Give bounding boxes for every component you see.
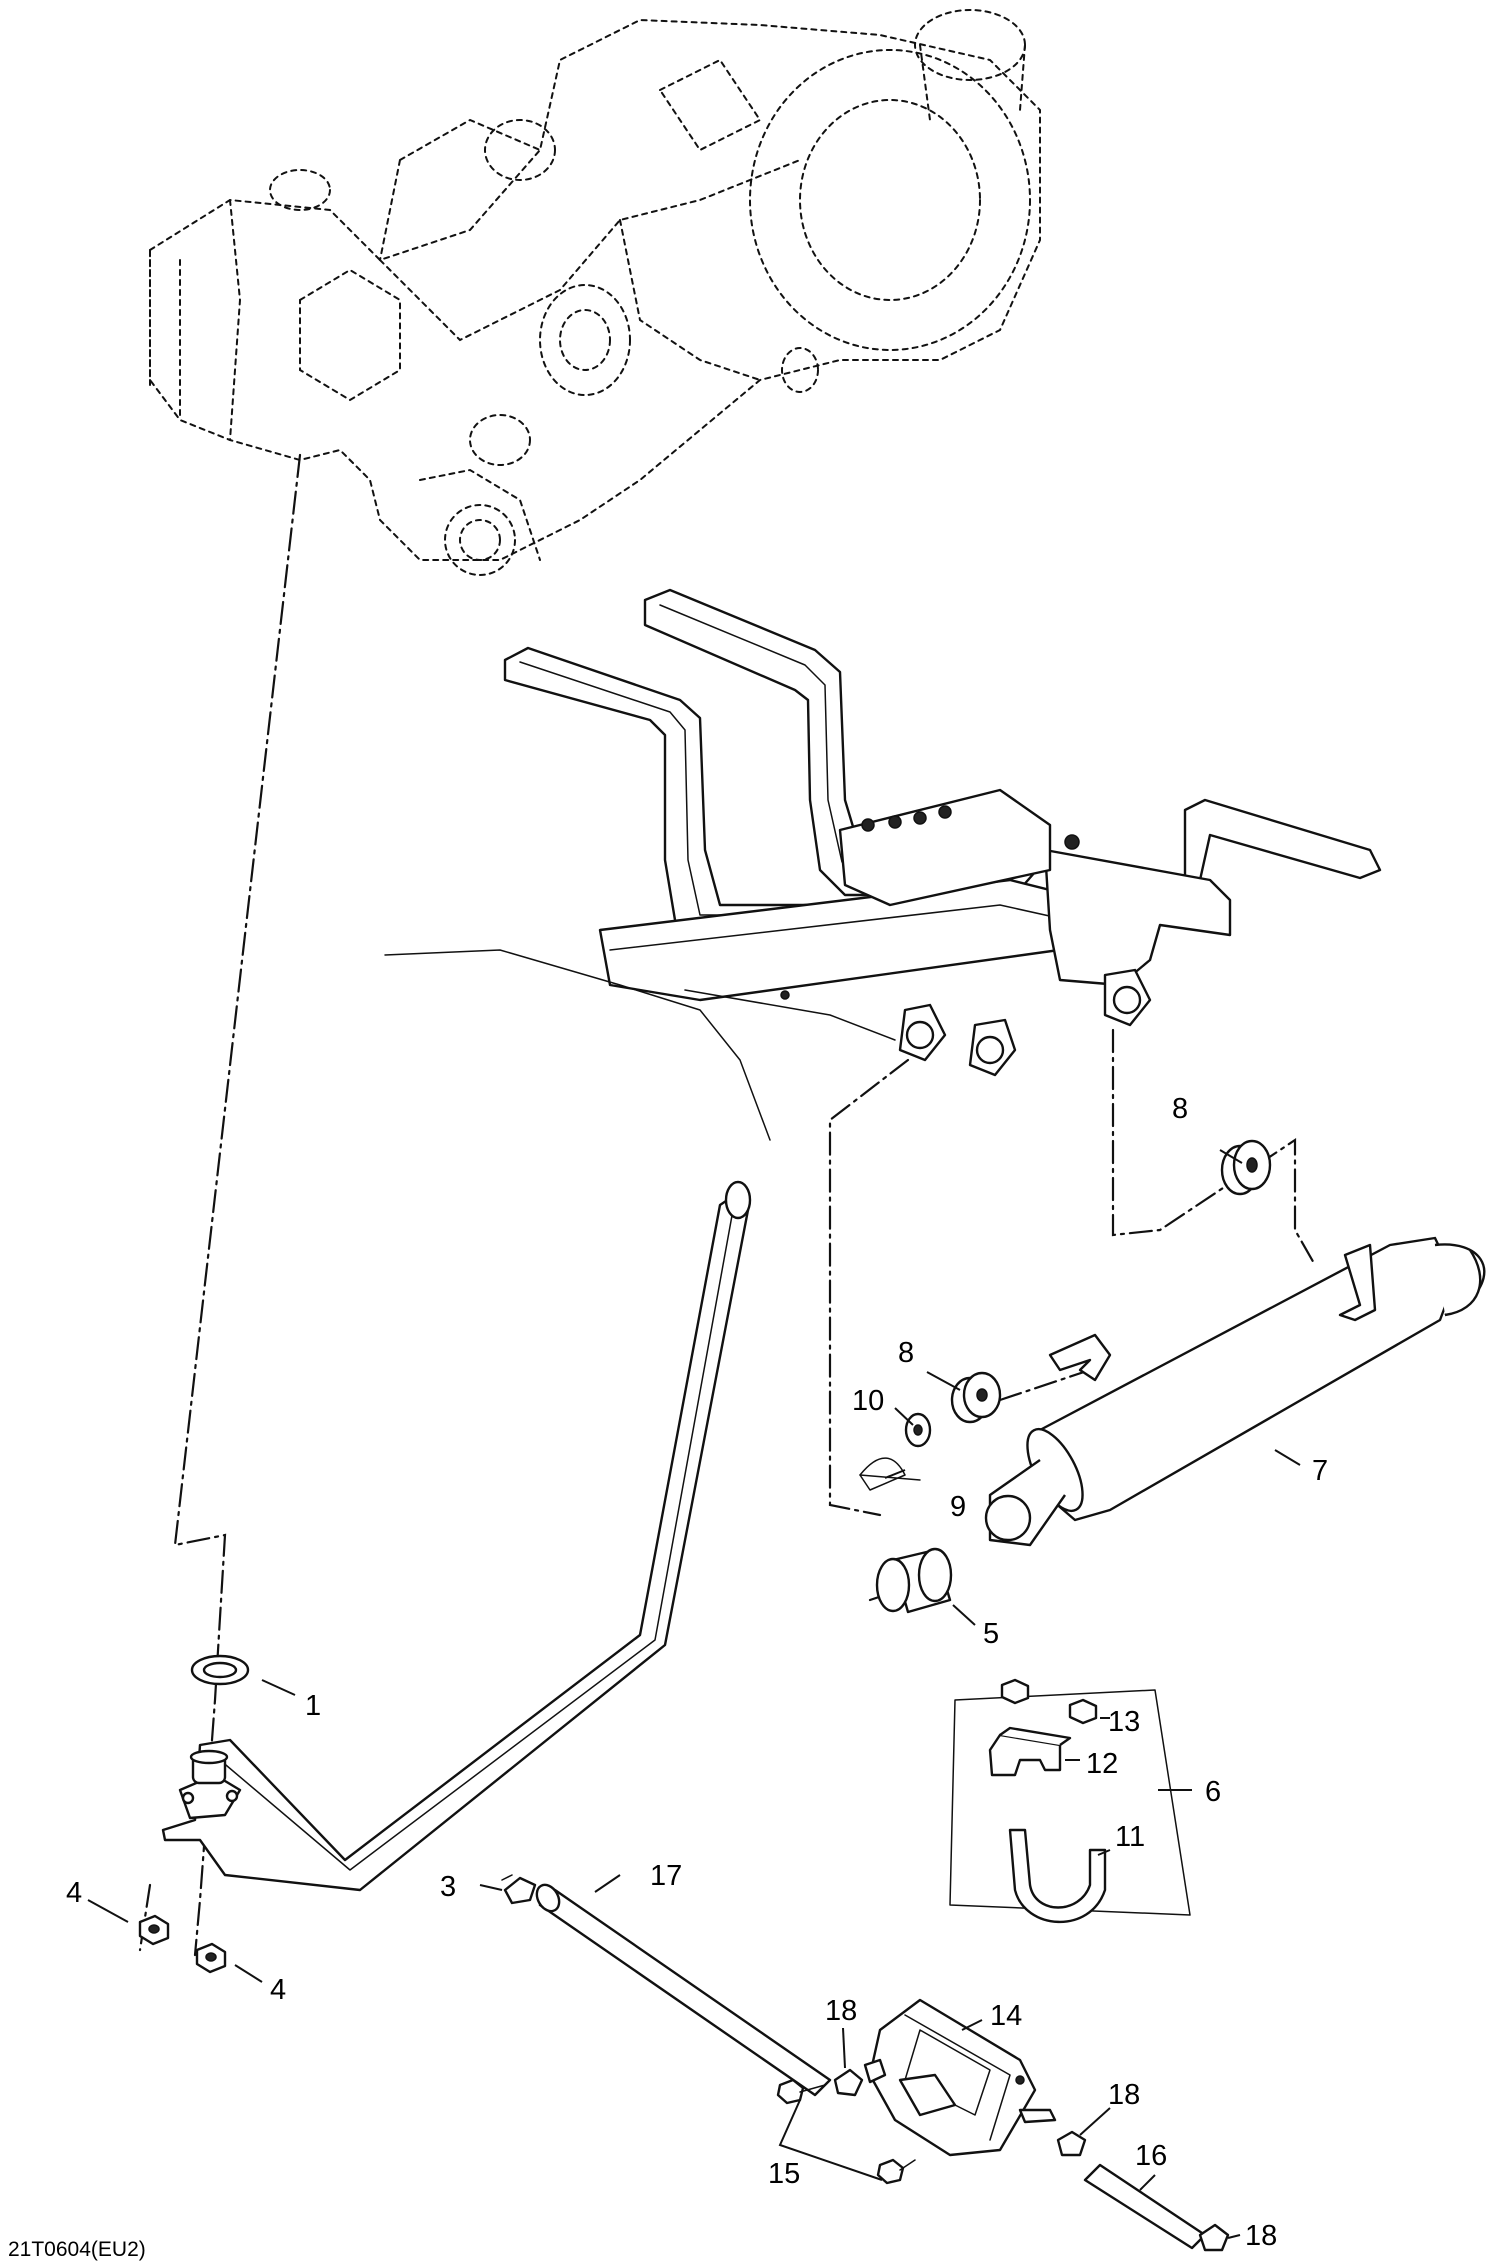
callout-17: 17 xyxy=(650,1860,682,1892)
grommet-upper xyxy=(1220,1139,1272,1196)
callout-12: 12 xyxy=(1086,1748,1118,1780)
callout-18-lower: 18 xyxy=(1245,2220,1277,2252)
callout-13: 13 xyxy=(1108,1706,1140,1738)
leader-lines xyxy=(87,1149,1301,2239)
hose-clamp-18-middle xyxy=(1056,2130,1087,2157)
callout-15: 15 xyxy=(768,2158,800,2190)
canister xyxy=(863,1998,1057,2157)
clamp-kit-box xyxy=(949,1689,1191,1916)
callout-18-middle: 18 xyxy=(1108,2079,1140,2111)
callout-4-right: 4 xyxy=(270,1974,286,2006)
flange-nut-right xyxy=(195,1942,227,1974)
flat-washer xyxy=(904,1412,932,1448)
retaining-pin xyxy=(859,1457,921,1491)
head-pipe xyxy=(161,1180,752,1892)
hose-clamp-18-upper xyxy=(833,2068,864,2097)
hose-clamp-18-lower xyxy=(1198,2223,1230,2252)
callout-11: 11 xyxy=(1115,1821,1145,1853)
engine-assembly xyxy=(149,9,1041,576)
tube-17 xyxy=(535,1883,832,2097)
exhaust-sleeve xyxy=(875,1547,953,1614)
callout-10: 10 xyxy=(852,1385,884,1417)
vehicle-frame xyxy=(384,588,1382,1141)
callout-8-upper: 8 xyxy=(1172,1093,1188,1125)
clamp-saddle xyxy=(988,1726,1072,1777)
hose-clamp-3 xyxy=(501,1874,537,1905)
figure-id: 21T0604(EU2) xyxy=(8,2238,146,2261)
callout-9: 9 xyxy=(950,1491,966,1523)
callout-7: 7 xyxy=(1312,1455,1328,1487)
flange-nut-left xyxy=(138,1914,170,1946)
callout-8-lower: 8 xyxy=(898,1337,914,1369)
muffler xyxy=(984,1236,1486,1547)
callout-6: 6 xyxy=(1205,1776,1221,1808)
clamp-nut-13 xyxy=(1000,1678,1098,1725)
callout-4-left: 4 xyxy=(66,1877,82,1909)
tube-16 xyxy=(1083,2163,1207,2250)
callout-1: 1 xyxy=(305,1690,321,1722)
callout-5: 5 xyxy=(983,1618,999,1650)
callout-labels: 1 3 4 4 5 6 7 8 8 9 10 11 12 13 14 15 16… xyxy=(8,1093,1328,2261)
callout-18-upper: 18 xyxy=(825,1995,857,2027)
bolt-15-bottom xyxy=(876,2158,916,2185)
grommet-lower xyxy=(950,1371,1002,1424)
callout-14: 14 xyxy=(990,2000,1022,2032)
callout-16: 16 xyxy=(1135,2140,1167,2172)
u-bolt xyxy=(1008,1828,1107,1924)
exhaust-gasket xyxy=(190,1654,250,1686)
callout-3: 3 xyxy=(440,1871,456,1903)
